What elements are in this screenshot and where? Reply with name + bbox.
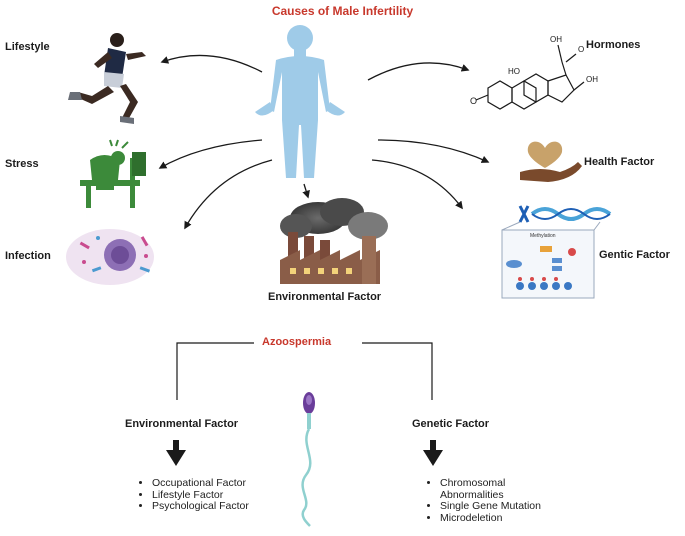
methylation-label: Methylation	[530, 233, 556, 239]
azoospermia-environmental-heading: Environmental Factor	[125, 418, 239, 430]
svg-text:HO: HO	[508, 67, 520, 76]
list-item: Chromosomal Abnormalities	[440, 477, 560, 501]
list-item: Microdeletion	[440, 512, 560, 525]
arrow-to-hormones	[367, 62, 470, 81]
down-arrows	[166, 440, 443, 466]
list-item: Occupational Factor	[152, 477, 262, 490]
right-down-arrow-shaft	[430, 440, 436, 450]
right-down-arrow-head	[423, 450, 443, 466]
steroid-structure-icon: O HO O OH OH	[470, 35, 598, 110]
svg-text:OH: OH	[586, 75, 598, 84]
svg-text:O: O	[470, 96, 477, 106]
human-body-icon	[255, 25, 345, 178]
list-item: Psychological Factor	[152, 500, 262, 513]
hormones-label: Hormones	[586, 39, 641, 51]
environmental-factor-label: Environmental Factor	[268, 291, 382, 303]
arrow-to-environment	[302, 183, 310, 199]
azoospermia-label: Azoospermia	[262, 336, 332, 348]
arrow-to-lifestyle	[160, 54, 263, 73]
list-item: Lifestyle Factor	[152, 489, 262, 502]
bacteria-icon	[66, 229, 154, 285]
dna-methylation-icon	[501, 205, 612, 299]
svg-text:OH: OH	[550, 35, 562, 44]
heart-hand-icon	[520, 141, 582, 182]
left-down-arrow-head	[166, 450, 186, 466]
azoospermia-tree	[176, 342, 433, 400]
genetic-factor-label: Gentic Factor	[599, 249, 670, 261]
arrows	[158, 54, 490, 230]
factory-icon	[280, 198, 388, 284]
runner-icon	[68, 33, 146, 124]
health-factor-label: Health Factor	[584, 156, 655, 168]
azoospermia-genetic-heading: Genetic Factor	[412, 418, 490, 430]
infection-label: Infection	[5, 250, 51, 262]
environmental-bullet-list: Occupational Factor Lifestyle Factor Psy…	[136, 477, 262, 513]
list-item: Single Gene Mutation	[440, 500, 560, 513]
page-title: Causes of Male Infertility	[271, 4, 414, 18]
lifestyle-label: Lifestyle	[5, 41, 50, 53]
stress-label: Stress	[5, 158, 39, 170]
arrow-to-genetic	[371, 159, 463, 210]
sperm-icon	[301, 392, 315, 527]
arrow-to-infection	[184, 159, 273, 230]
left-down-arrow-shaft	[173, 440, 179, 450]
svg-text:O: O	[578, 45, 584, 54]
arrow-to-health	[377, 139, 490, 163]
arrow-to-stress	[158, 139, 263, 169]
genetic-bullet-list: Chromosomal Abnormalities Single Gene Mu…	[424, 477, 560, 525]
stressed-person-icon	[80, 139, 146, 208]
